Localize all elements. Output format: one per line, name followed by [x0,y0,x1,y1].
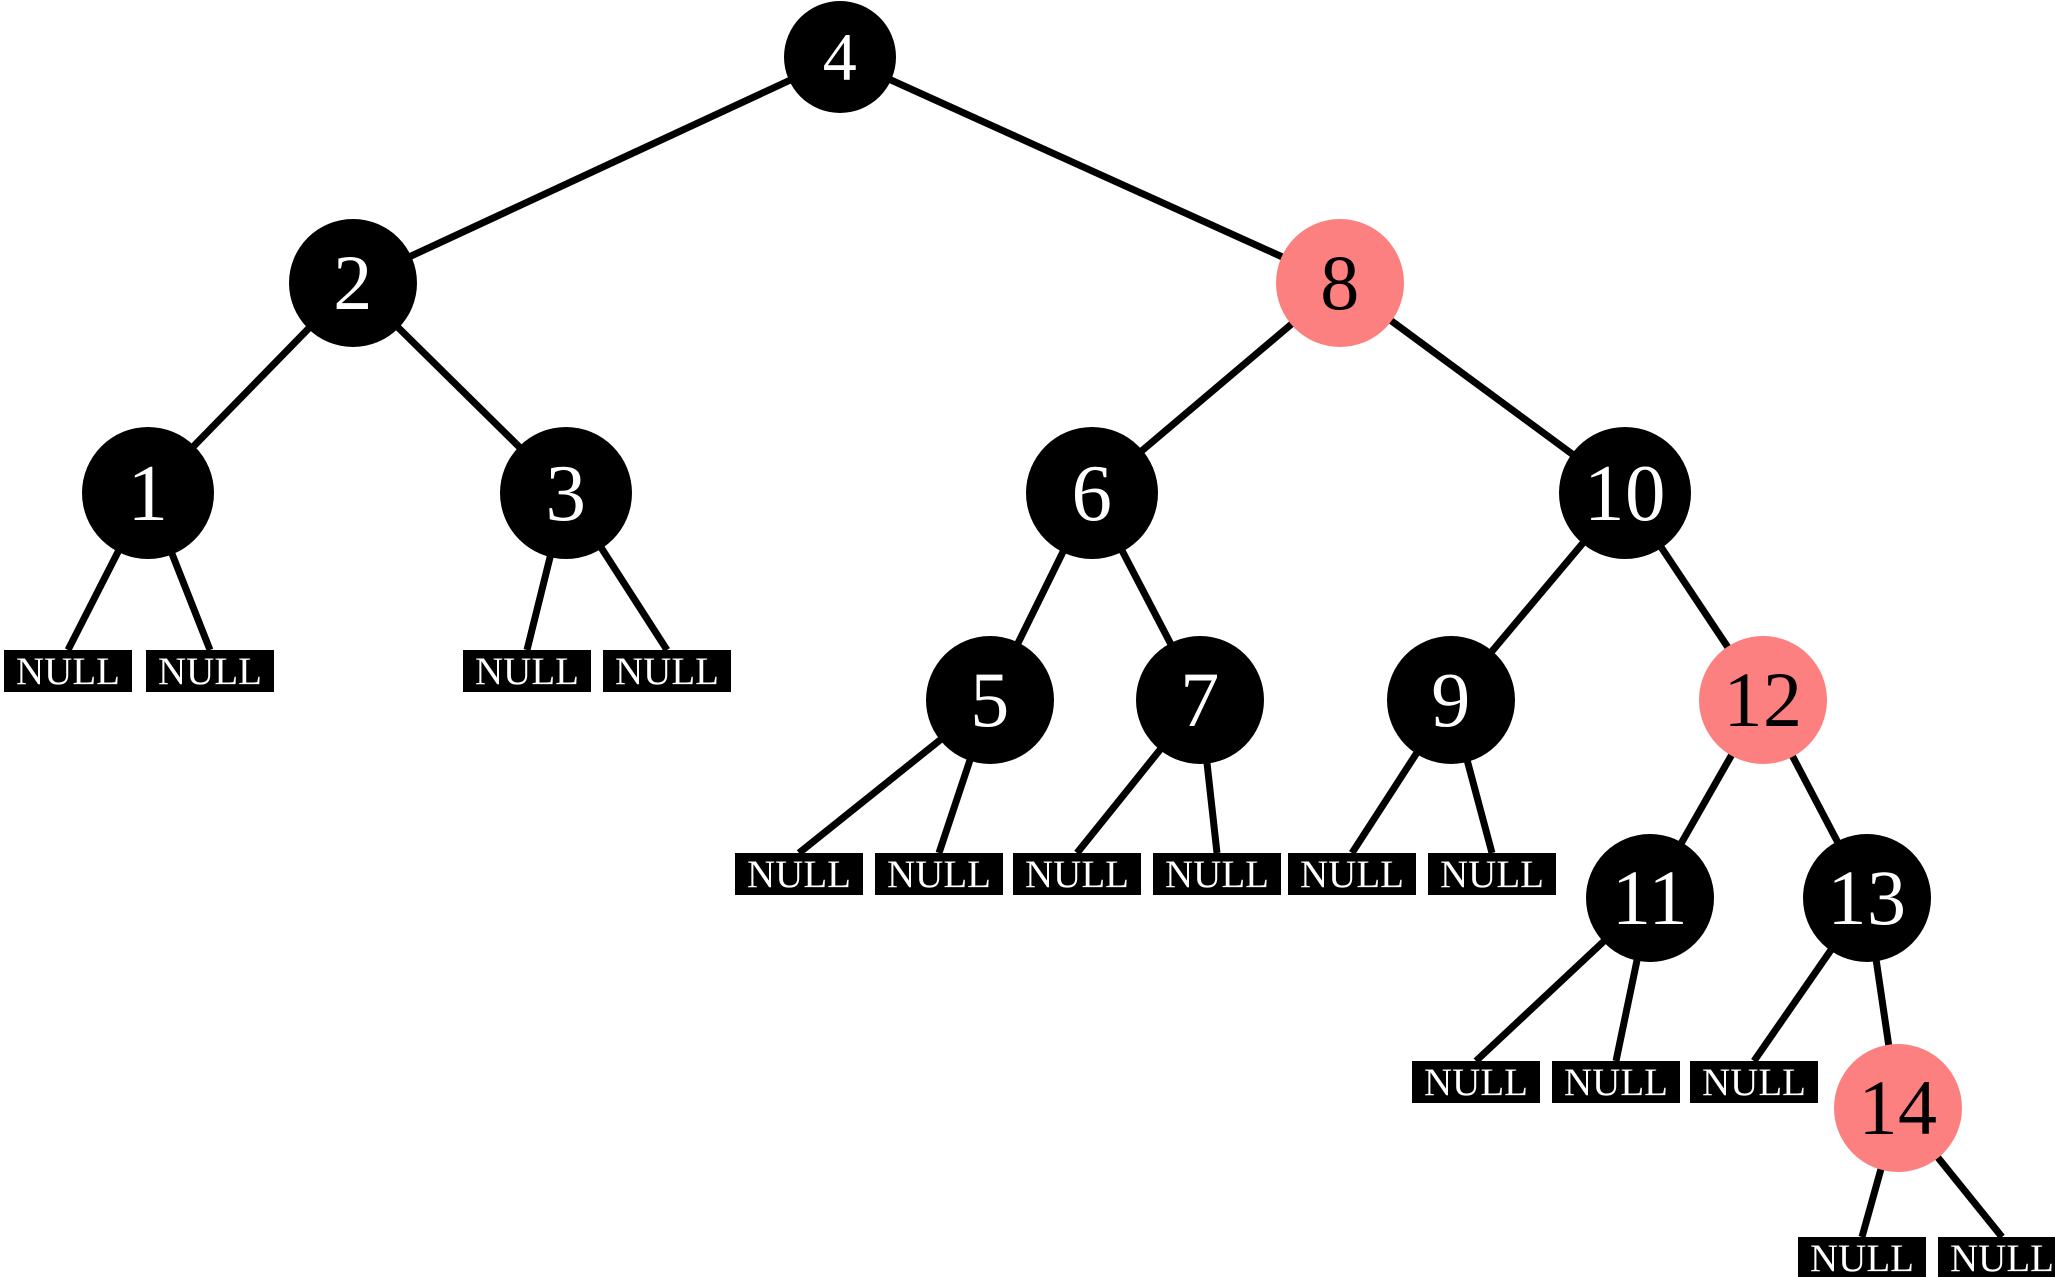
tree-node-label: 12 [1723,656,1803,743]
null-leaf-box: NULL [735,852,863,896]
null-leaf-box: NULL [1798,1237,1926,1277]
null-leaf-box: NULL [1552,1060,1680,1104]
tree-node-10[interactable]: 10 [1559,427,1691,559]
tree-node-4[interactable]: 4 [784,1,896,113]
null-leaf-box: NULL [146,649,274,693]
null-leaf-label: NULL [747,852,851,896]
null-leaf-label: NULL [1424,1060,1528,1104]
tree-node-label: 3 [545,447,587,538]
null-leaf-label: NULL [1440,852,1544,896]
null-leaf-box: NULL [1013,852,1141,896]
null-leaf-label: NULL [1810,1236,1914,1277]
tree-node-7[interactable]: 7 [1136,636,1264,764]
null-leaf-box: NULL [1288,852,1416,896]
tree-node-13[interactable]: 13 [1803,834,1931,962]
tree-node-6[interactable]: 6 [1026,427,1158,559]
null-leaf-label: NULL [1702,1060,1806,1104]
tree-node-2[interactable]: 2 [289,219,417,347]
tree-node-3[interactable]: 3 [500,427,632,559]
tree-node-label: 7 [1180,656,1220,743]
null-leaf-label: NULL [887,852,991,896]
tree-node-label: 1 [127,447,169,538]
tree-node-label: 13 [1827,854,1907,941]
tree-node-12[interactable]: 12 [1699,636,1827,764]
tree-node-label: 8 [1320,239,1360,326]
tree-node-9[interactable]: 9 [1387,636,1515,764]
tree-node-label: 2 [333,239,373,326]
null-leaf-box: NULL [1938,1237,2055,1277]
tree-node-label: 10 [1584,447,1666,538]
tree-node-label: 14 [1858,1064,1938,1151]
null-leaf-label: NULL [1300,852,1404,896]
null-leaf-label: NULL [475,649,579,693]
tree-node-14[interactable]: 14 [1834,1044,1962,1172]
tree-node-label: 11 [1611,854,1689,941]
tree-node-11[interactable]: 11 [1586,834,1714,962]
tree-node-label: 5 [970,656,1010,743]
null-leaf-box: NULL [603,649,731,693]
null-leaf-label: NULL [615,649,719,693]
tree-node-label: 6 [1071,447,1113,538]
null-leaf-box: NULL [875,852,1003,896]
null-leaf-label: NULL [16,649,120,693]
null-leaf-box: NULL [463,649,591,693]
null-leaf-box: NULL [1690,1060,1818,1104]
tree-node-5[interactable]: 5 [926,636,1054,764]
null-leaf-label: NULL [1025,852,1129,896]
null-leaf-box: NULL [1412,1060,1540,1104]
null-leaf-label: NULL [158,649,262,693]
null-leaf-label: NULL [1950,1236,2054,1277]
null-leaf-box: NULL [4,649,132,693]
tree-node-8[interactable]: 8 [1276,219,1404,347]
tree-node-1[interactable]: 1 [82,427,214,559]
tree-node-label: 9 [1431,656,1471,743]
null-leaf-box: NULL [1153,852,1281,896]
null-leaf-label: NULL [1165,852,1269,896]
null-leaf-box: NULL [1428,852,1556,896]
null-leaf-label: NULL [1564,1060,1668,1104]
tree-node-label: 4 [822,19,858,95]
